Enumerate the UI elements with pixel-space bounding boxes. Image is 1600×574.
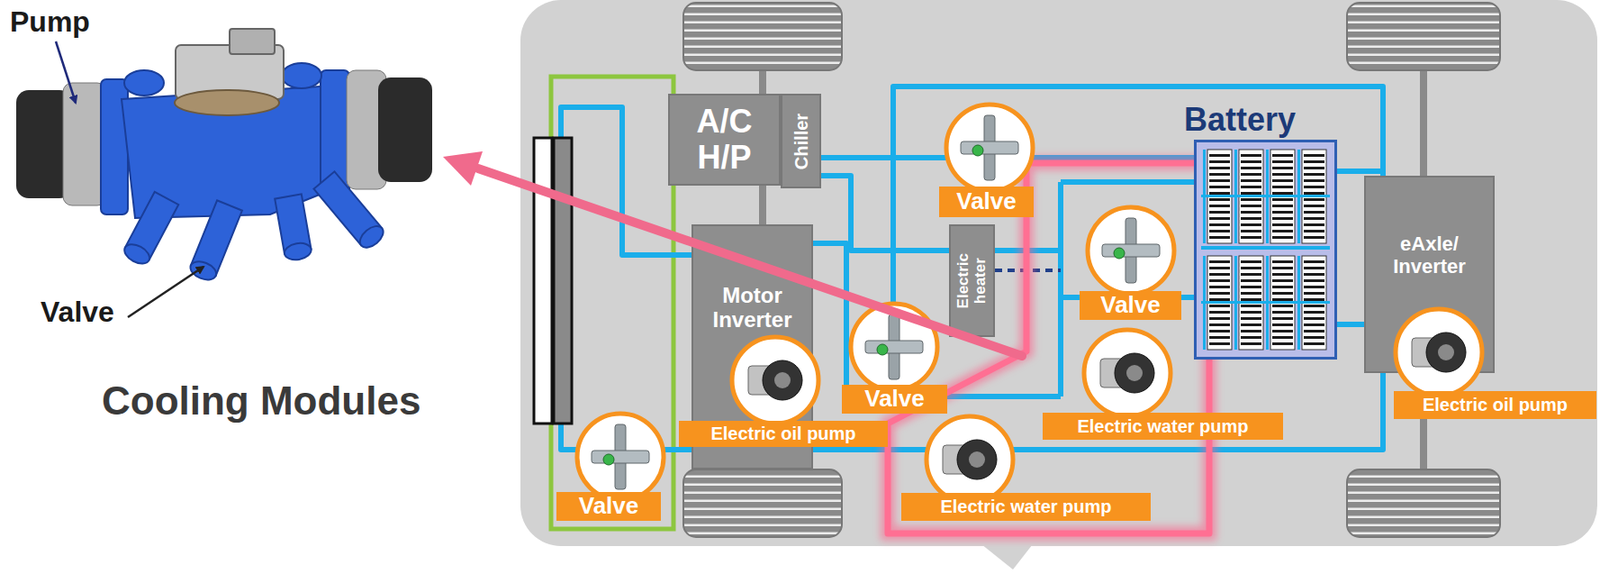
wheel <box>683 2 1501 537</box>
heater-box: Electric heater <box>949 224 995 337</box>
valve-icon <box>946 104 1033 191</box>
valve-icon <box>1087 207 1175 294</box>
valve-icon <box>577 413 664 500</box>
callout-arrow-head <box>442 151 483 186</box>
box-label: Motor Inverter <box>702 283 803 333</box>
leader-line <box>127 266 204 317</box>
component-label: Valve <box>864 385 925 412</box>
chiller-box: Chiller <box>780 93 822 189</box>
component-label: Valve <box>1100 291 1161 318</box>
battery-cells <box>1196 142 1335 357</box>
component-label: Electric oil pump <box>1422 394 1568 415</box>
cooling-module <box>16 28 433 283</box>
component-label: Valve <box>578 492 640 519</box>
component-tag: Electric oil pump <box>678 420 888 447</box>
radiator-loop <box>551 76 674 529</box>
component-tag: Electric water pump <box>901 492 1151 521</box>
component-tag: Valve <box>841 384 948 414</box>
axle <box>762 70 1424 471</box>
section-label: Cooling Modules <box>101 378 421 425</box>
box-label: A/C H/P <box>678 103 770 177</box>
part-name: Valve <box>40 295 115 329</box>
box-label: eAxle/ Inverter <box>1374 233 1484 278</box>
component-tag: Electric oil pump <box>1393 390 1597 419</box>
pump-icon <box>732 336 819 424</box>
battery-pack: Battery <box>1193 139 1338 360</box>
pump-icon <box>1084 329 1171 416</box>
car-body <box>976 540 1036 570</box>
component-box: A/C H/P <box>668 93 781 186</box>
component-tag: Electric water pump <box>1042 412 1284 440</box>
leader-line <box>55 41 76 103</box>
component-label: Electric water pump <box>1076 415 1248 436</box>
box-label: Electric heater <box>955 231 989 331</box>
part-name: Pump <box>9 5 91 39</box>
component-tag: Valve <box>556 491 661 521</box>
box-label: Chiller <box>791 98 812 184</box>
car-body <box>520 0 1598 546</box>
valve-icon <box>850 303 938 390</box>
component-tag: Valve <box>939 186 1034 217</box>
battery-title: Battery <box>1184 100 1296 138</box>
pump-icon <box>1395 308 1483 396</box>
coolant-pipe <box>560 86 1384 450</box>
component-tag: Valve <box>1079 290 1182 320</box>
radiator <box>553 137 572 424</box>
pump-icon <box>926 415 1013 503</box>
component-label: Electric water pump <box>940 496 1112 516</box>
component-label: Valve <box>956 188 1017 215</box>
radiator <box>533 137 552 424</box>
component-label: Electric oil pump <box>710 423 856 443</box>
